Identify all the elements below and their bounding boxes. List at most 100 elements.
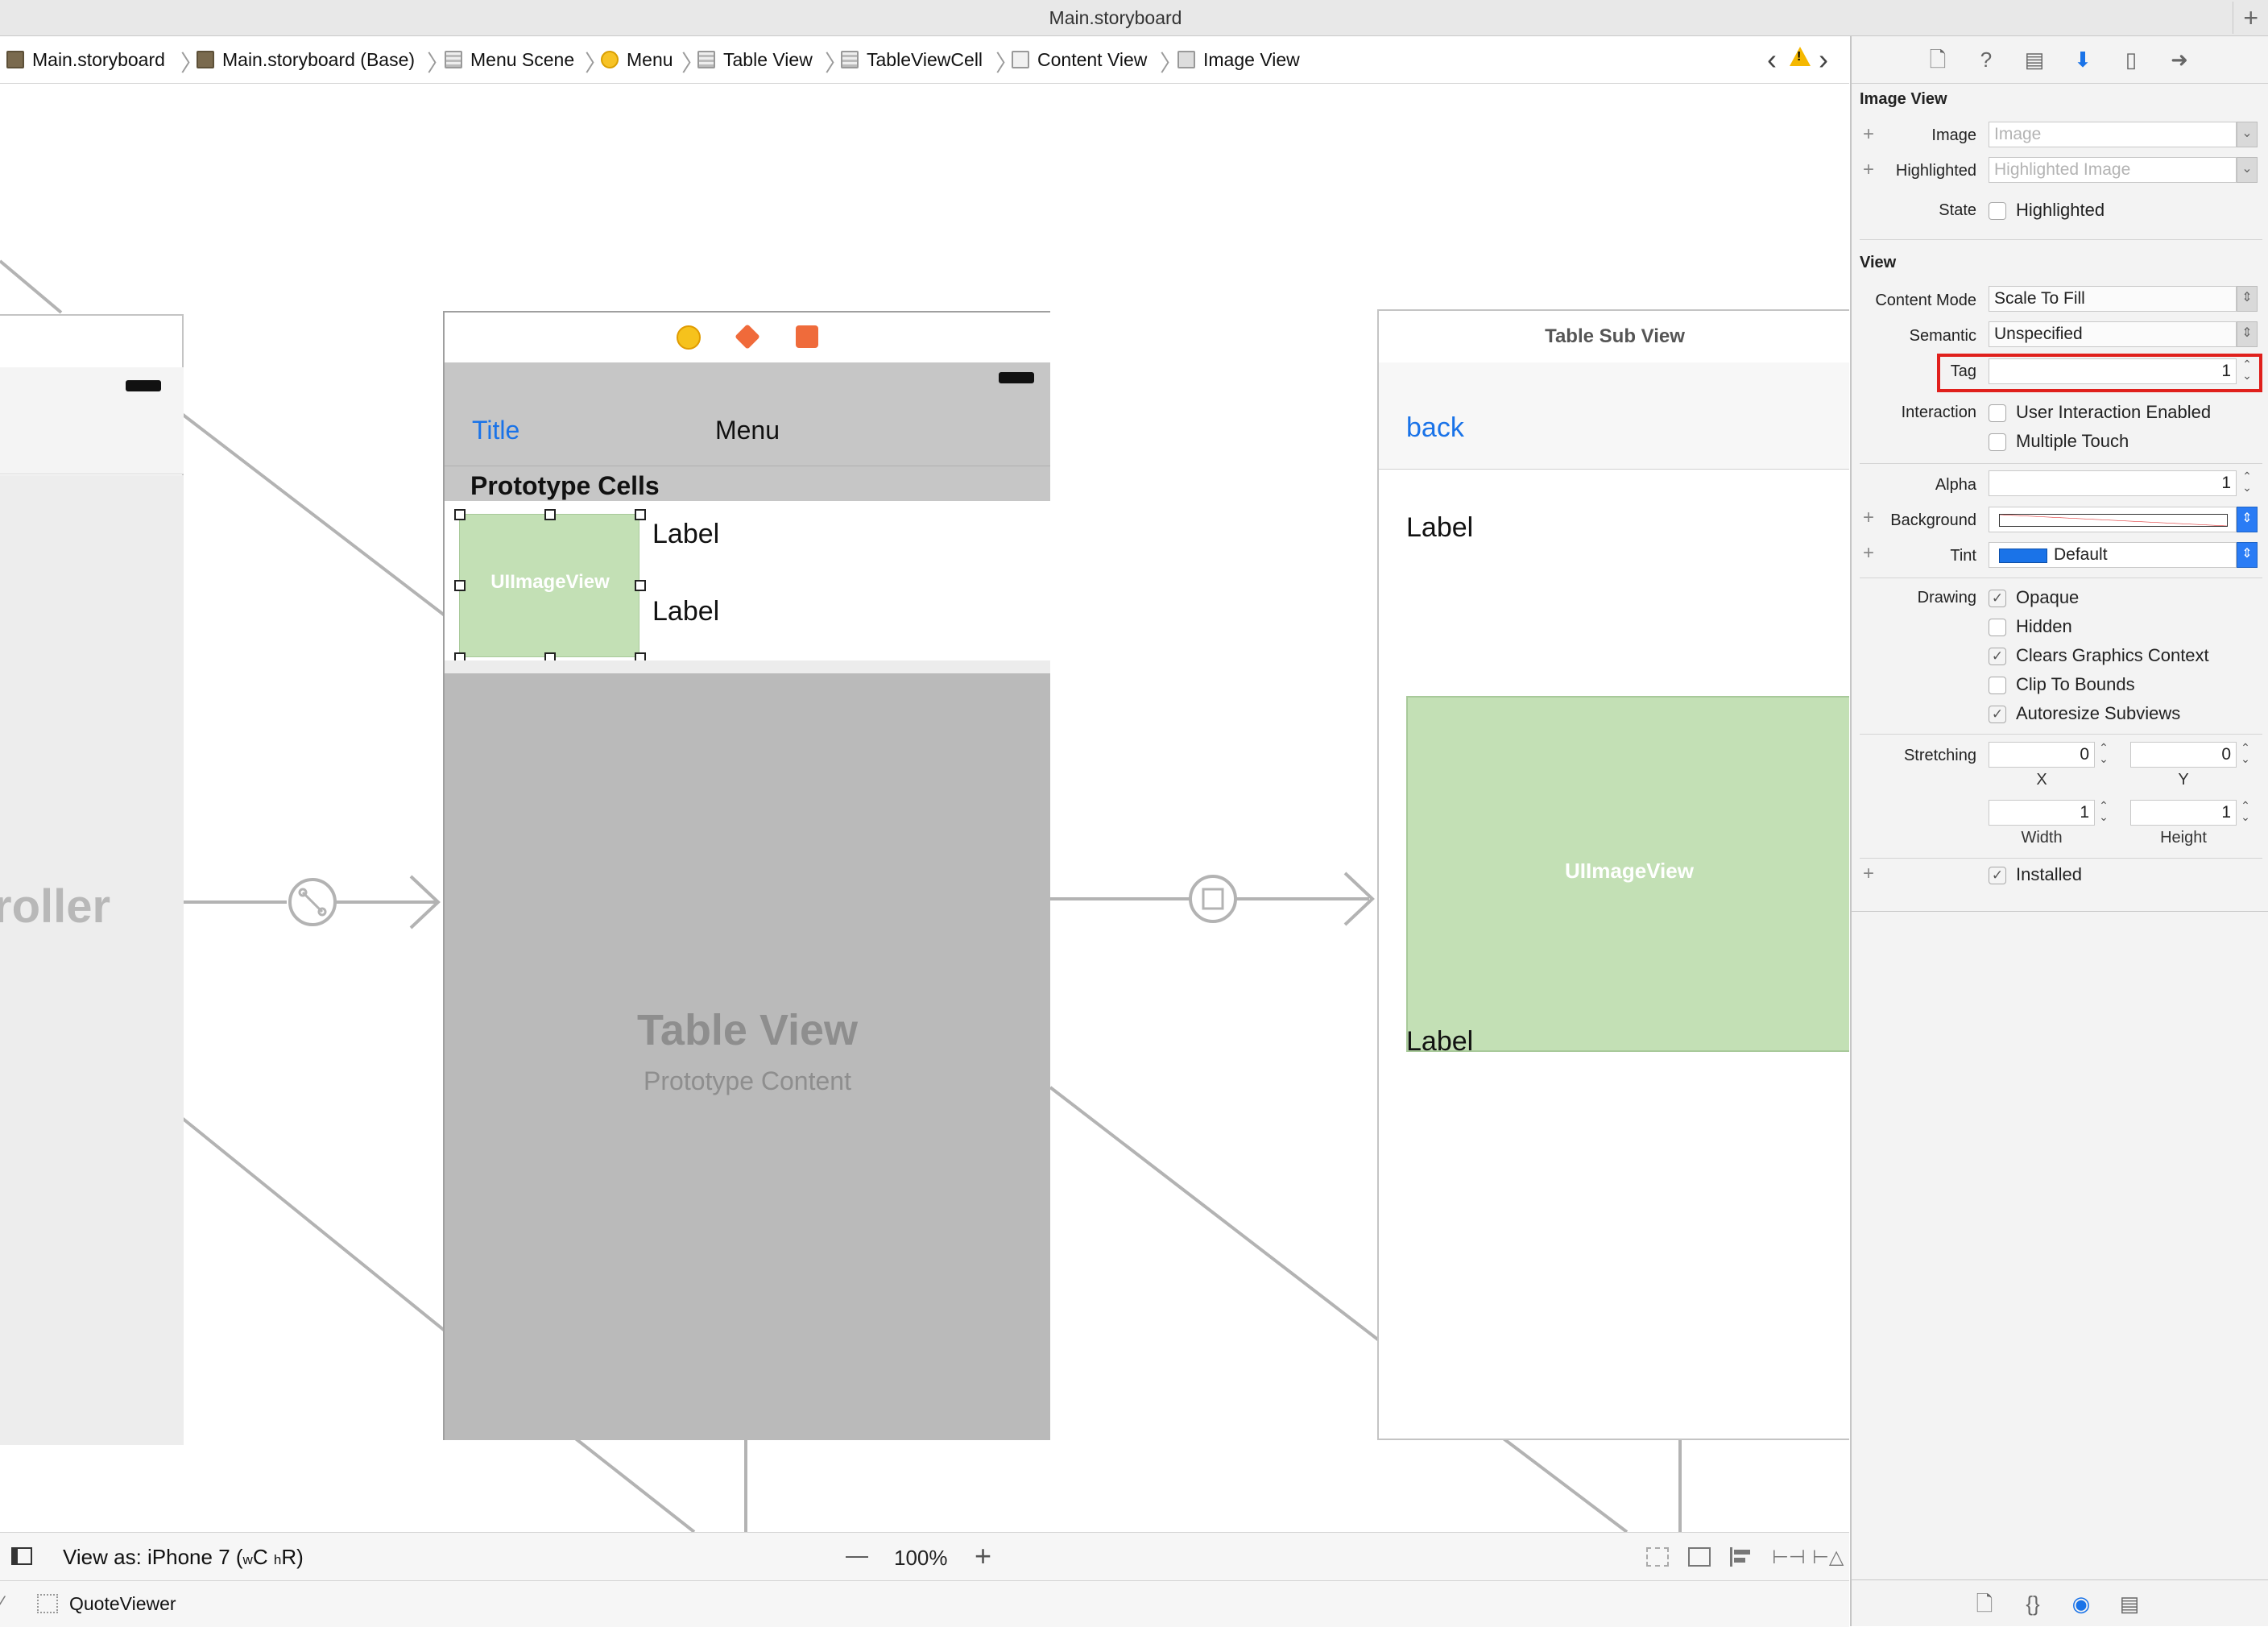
- back-button[interactable]: back: [1406, 412, 1464, 443]
- user-interaction-checkbox[interactable]: [1989, 404, 2006, 422]
- image-field[interactable]: Image: [1989, 122, 2237, 147]
- stretch-y-stepper[interactable]: ⌃⌄: [2241, 741, 2250, 765]
- warning-icon[interactable]: !: [1790, 47, 1811, 66]
- stretch-y-field[interactable]: 0: [2130, 742, 2237, 768]
- zoom-out-button[interactable]: —: [846, 1542, 868, 1567]
- cell-image-view[interactable]: UIImageView: [459, 514, 639, 657]
- sub-label-2[interactable]: Label: [1406, 1026, 1474, 1057]
- chevron-down-icon[interactable]: ⌄: [2237, 122, 2258, 147]
- exit-icon[interactable]: [796, 325, 818, 348]
- table-sub-view-scene[interactable]: Table Sub View back Label UIImageView La…: [1377, 309, 1849, 1440]
- resolve-issues-icon[interactable]: ⊢△: [1812, 1546, 1844, 1568]
- first-responder-icon[interactable]: [735, 324, 760, 350]
- add-variation-icon[interactable]: +: [1863, 863, 1875, 884]
- tag-stepper[interactable]: ⌃⌄: [2242, 358, 2252, 382]
- clip-to-bounds-checkbox[interactable]: [1989, 677, 2006, 694]
- resize-handle[interactable]: [635, 509, 646, 520]
- add-tab-button[interactable]: +: [2233, 2, 2258, 34]
- embed-in-stack-icon[interactable]: [1688, 1547, 1711, 1567]
- semantic-select[interactable]: Unspecified: [1989, 321, 2237, 347]
- code-snippets-icon[interactable]: {}: [2026, 1592, 2040, 1616]
- crumb-content-view[interactable]: Content View: [1012, 48, 1147, 71]
- update-frames-icon[interactable]: [1646, 1547, 1669, 1567]
- stretch-x-stepper[interactable]: ⌃⌄: [2099, 741, 2109, 765]
- resize-handle[interactable]: [544, 509, 556, 520]
- toggle-outline-icon[interactable]: [11, 1547, 32, 1565]
- hidden-checkbox[interactable]: [1989, 619, 2006, 636]
- add-variation-icon[interactable]: +: [1863, 123, 1875, 145]
- chevron-updown-icon[interactable]: ⇕: [2237, 542, 2258, 568]
- sub-label-1[interactable]: Label: [1406, 512, 1474, 543]
- crumb-menu[interactable]: Menu: [601, 48, 673, 71]
- add-variation-icon[interactable]: +: [1863, 542, 1875, 564]
- stretch-height-stepper[interactable]: ⌃⌄: [2241, 799, 2250, 823]
- crumb-image-view[interactable]: Image View: [1177, 48, 1300, 71]
- autoresize-subviews-checkbox[interactable]: ✓: [1989, 706, 2006, 723]
- opaque-checkbox[interactable]: ✓: [1989, 590, 2006, 607]
- view-controller-icon[interactable]: [677, 325, 701, 350]
- stretch-x-field[interactable]: 0: [1989, 742, 2095, 768]
- align-icon[interactable]: [1730, 1547, 1753, 1567]
- chevron-updown-icon[interactable]: ⇕: [2237, 321, 2258, 347]
- table-view-body[interactable]: Table View Prototype Content: [445, 673, 1050, 1440]
- battery-icon: [126, 380, 161, 391]
- resize-handle[interactable]: [454, 509, 466, 520]
- add-variation-icon[interactable]: +: [1863, 159, 1875, 180]
- installed-checkbox[interactable]: ✓: [1989, 867, 2006, 884]
- connections-inspector-icon[interactable]: ➜: [2171, 48, 2188, 72]
- media-library-icon[interactable]: ▤: [2119, 1592, 2140, 1616]
- cell-label-2[interactable]: Label: [652, 596, 720, 627]
- highlighted-image-field[interactable]: Highlighted Image: [1989, 157, 2237, 183]
- file-inspector-icon[interactable]: 🗋: [1929, 48, 1947, 72]
- storyboard-canvas[interactable]: roller Title Menu Prototype Cells UIImag…: [0, 84, 1849, 1532]
- cell-label-1[interactable]: Label: [652, 519, 720, 549]
- chevron-left-icon[interactable]: ‹: [1767, 43, 1777, 76]
- prototype-cell[interactable]: UIImageView Label Label: [445, 501, 1050, 664]
- stretch-width-stepper[interactable]: ⌃⌄: [2099, 799, 2109, 823]
- sub-image-view[interactable]: UIImageView: [1406, 696, 1849, 1052]
- project-name[interactable]: QuoteViewer: [69, 1593, 176, 1614]
- tint-color-swatch: [1999, 549, 2047, 563]
- tag-field[interactable]: 1: [1989, 358, 2237, 384]
- view-as-label[interactable]: View as: iPhone 7 (wC hR): [63, 1545, 304, 1569]
- attributes-inspector-icon[interactable]: ⬇: [2074, 48, 2092, 72]
- chevron-down-icon[interactable]: ⌄: [2237, 157, 2258, 183]
- nav-title: Menu: [714, 416, 780, 445]
- background-color-well[interactable]: [1989, 507, 2237, 532]
- chevron-updown-icon[interactable]: ⇕: [2237, 286, 2258, 312]
- resize-handle[interactable]: [454, 580, 466, 591]
- left-scene[interactable]: roller: [0, 314, 184, 1445]
- tint-select[interactable]: Default: [1989, 542, 2237, 568]
- zoom-in-button[interactable]: +: [975, 1539, 992, 1572]
- file-templates-icon[interactable]: 🗋: [1976, 1592, 1993, 1616]
- alpha-field[interactable]: 1: [1989, 470, 2237, 496]
- stretch-width-field[interactable]: 1: [1989, 800, 2095, 826]
- cell-separator: [445, 660, 1050, 673]
- crumb-menu-scene[interactable]: Menu Scene: [445, 48, 574, 71]
- nav-left-item[interactable]: Title: [472, 416, 520, 445]
- crumb-table-view[interactable]: Table View: [697, 48, 813, 71]
- crumb-main-storyboard[interactable]: Main.storyboard: [6, 48, 165, 71]
- add-constraints-icon[interactable]: ⊢⊣: [1772, 1546, 1806, 1568]
- filter-icon[interactable]: ⁄: [0, 1592, 4, 1614]
- add-variation-icon[interactable]: +: [1863, 507, 1875, 528]
- alpha-stepper[interactable]: ⌃⌄: [2242, 470, 2252, 494]
- menu-scene[interactable]: Title Menu Prototype Cells UIImageView L…: [443, 311, 1050, 1440]
- state-highlighted-checkbox[interactable]: [1989, 202, 2006, 220]
- size-inspector-icon[interactable]: ▯: [2125, 48, 2138, 72]
- multiple-touch-checkbox[interactable]: [1989, 433, 2006, 451]
- content-mode-select[interactable]: Scale To Fill: [1989, 286, 2237, 312]
- jump-bar: Main.storyboard 〉 Main.storyboard (Base)…: [0, 36, 1849, 84]
- chevron-right-icon[interactable]: ›: [1819, 43, 1828, 76]
- help-icon[interactable]: ?: [1980, 48, 1993, 72]
- storyboard-file-icon: [197, 51, 214, 68]
- crumb-tableviewcell[interactable]: TableViewCell: [841, 48, 983, 71]
- object-library-icon[interactable]: ◉: [2071, 1592, 2091, 1616]
- stretch-height-field[interactable]: 1: [2130, 800, 2237, 826]
- crumb-main-storyboard-base[interactable]: Main.storyboard (Base): [197, 48, 415, 71]
- clears-context-checkbox[interactable]: ✓: [1989, 648, 2006, 665]
- chevron-updown-icon[interactable]: ⇕: [2237, 507, 2258, 532]
- identity-inspector-icon[interactable]: ▤: [2024, 48, 2045, 72]
- resize-handle[interactable]: [635, 580, 646, 591]
- left-scene-body: [0, 475, 184, 1445]
